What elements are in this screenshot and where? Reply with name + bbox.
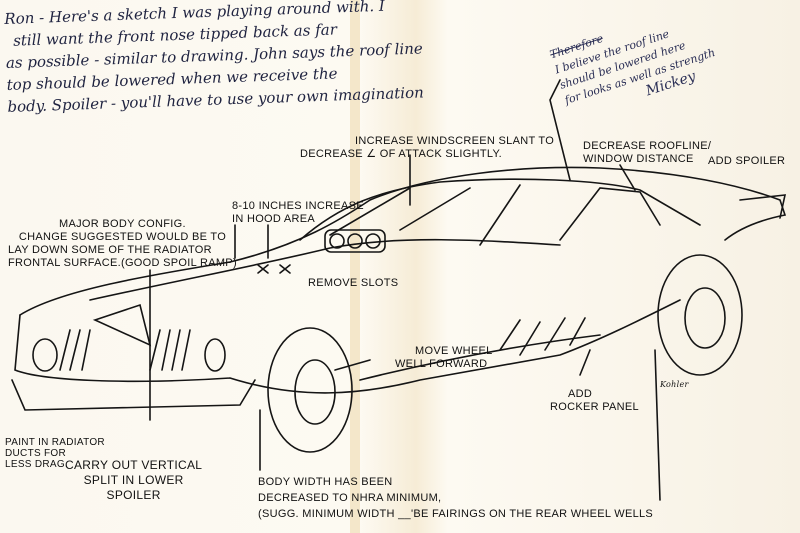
roof-line [299, 178, 701, 241]
annotation-roofline: DECREASE ROOFLINE/ WINDOW DISTANCE [583, 140, 711, 166]
headlight-right [204, 338, 226, 372]
annotation-slots: REMOVE SLOTS [308, 277, 399, 289]
rear-wheel-line [654, 349, 661, 501]
windscreen [329, 184, 661, 246]
annotation-line: CHANGE SUGGESTED WOULD BE TO [18, 231, 227, 243]
annotation-paint: PAINT IN RADIATOR DUCTS FOR LESS DRAG. [5, 437, 105, 470]
annotation-wheel-well: MOVE WHEEL WELL FORWARD [395, 345, 493, 371]
annotation-line: LAY DOWN SOME OF THE RADIATOR [8, 244, 212, 256]
annotation-line: CARRY OUT VERTICAL [65, 458, 203, 472]
rear-wheel-hub [684, 287, 726, 349]
annotation-line: BODY WIDTH HAS BEEN [258, 476, 393, 488]
front-wheel [267, 327, 353, 453]
lower-body [14, 299, 681, 394]
slot-marks [257, 264, 291, 274]
front-bumper [11, 379, 256, 411]
annotation-rocker: ADD ROCKER PANEL [550, 388, 639, 414]
annotation-line: MAJOR BODY CONFIG. [59, 218, 186, 230]
grille [59, 329, 191, 371]
annotation-line: IN HOOD AREA [232, 213, 316, 225]
annotation-line: DECREASED TO NHRA MINIMUM, [258, 492, 442, 504]
annotation-line: 8-10 INCHES INCREASE [232, 200, 364, 212]
artist-signature: Kohler [660, 380, 689, 389]
arrow-hood [234, 224, 269, 259]
arrow-wheelwell [334, 359, 371, 371]
arrow-side-note [549, 79, 571, 181]
annotation-spoiler: ADD SPOILER [708, 155, 786, 167]
hood-scoop [324, 229, 386, 253]
annotation-line: FRONTAL SURFACE.(GOOD SPOIL RAMP) [8, 257, 237, 269]
nose-v [92, 303, 152, 347]
annotation-body-width: BODY WIDTH HAS BEEN DECREASED TO NHRA MI… [258, 474, 653, 522]
exhaust-headers [499, 317, 586, 356]
hood-line [89, 238, 561, 301]
annotation-line: PAINT IN RADIATOR [5, 437, 105, 448]
annotation-hood: 8-10 INCHES INCREASE IN HOOD AREA [232, 200, 364, 226]
annotation-line: INCREASE WINDSCREEN SLANT TO [355, 135, 555, 147]
annotation-windscreen: INCREASE WINDSCREEN SLANT TO DECREASE ∠ … [300, 135, 554, 161]
front-wheel-hub [294, 359, 336, 425]
annotation-line: DECREASE ROOFLINE/ [583, 140, 712, 152]
headlight-left [32, 338, 58, 372]
paper-fold [350, 0, 360, 533]
annotation-line: ADD [568, 388, 593, 400]
arrow-rocker [579, 349, 591, 376]
arrow-roofline [619, 164, 636, 191]
rear-wheel [657, 254, 743, 376]
annotation-line: (SUGG. MINIMUM WIDTH __'BE FAIRINGS ON T… [258, 508, 654, 520]
annotation-line: ROCKER PANEL [550, 401, 639, 413]
annotation-line: DUCTS FOR [5, 448, 67, 459]
annotation-line: SPOILER [106, 488, 161, 502]
rear-spoiler [739, 194, 787, 219]
annotation-line: LESS DRAG. [5, 459, 69, 470]
annotation-line: MOVE WHEEL [415, 345, 493, 357]
rocker-line [359, 334, 601, 381]
annotation-line: WELL FORWARD [395, 358, 488, 370]
car-body-outline [19, 166, 787, 316]
annotation-split: CARRY OUT VERTICAL SPLIT IN LOWER SPOILE… [65, 458, 202, 503]
annotation-line: SPLIT IN LOWER [83, 473, 184, 487]
annotation-body-config: MAJOR BODY CONFIG. CHANGE SUGGESTED WOUL… [8, 218, 237, 270]
annotation-line: WINDOW DISTANCE [583, 153, 694, 165]
annotation-line: DECREASE ∠ OF ATTACK SLIGHTLY. [300, 148, 503, 160]
